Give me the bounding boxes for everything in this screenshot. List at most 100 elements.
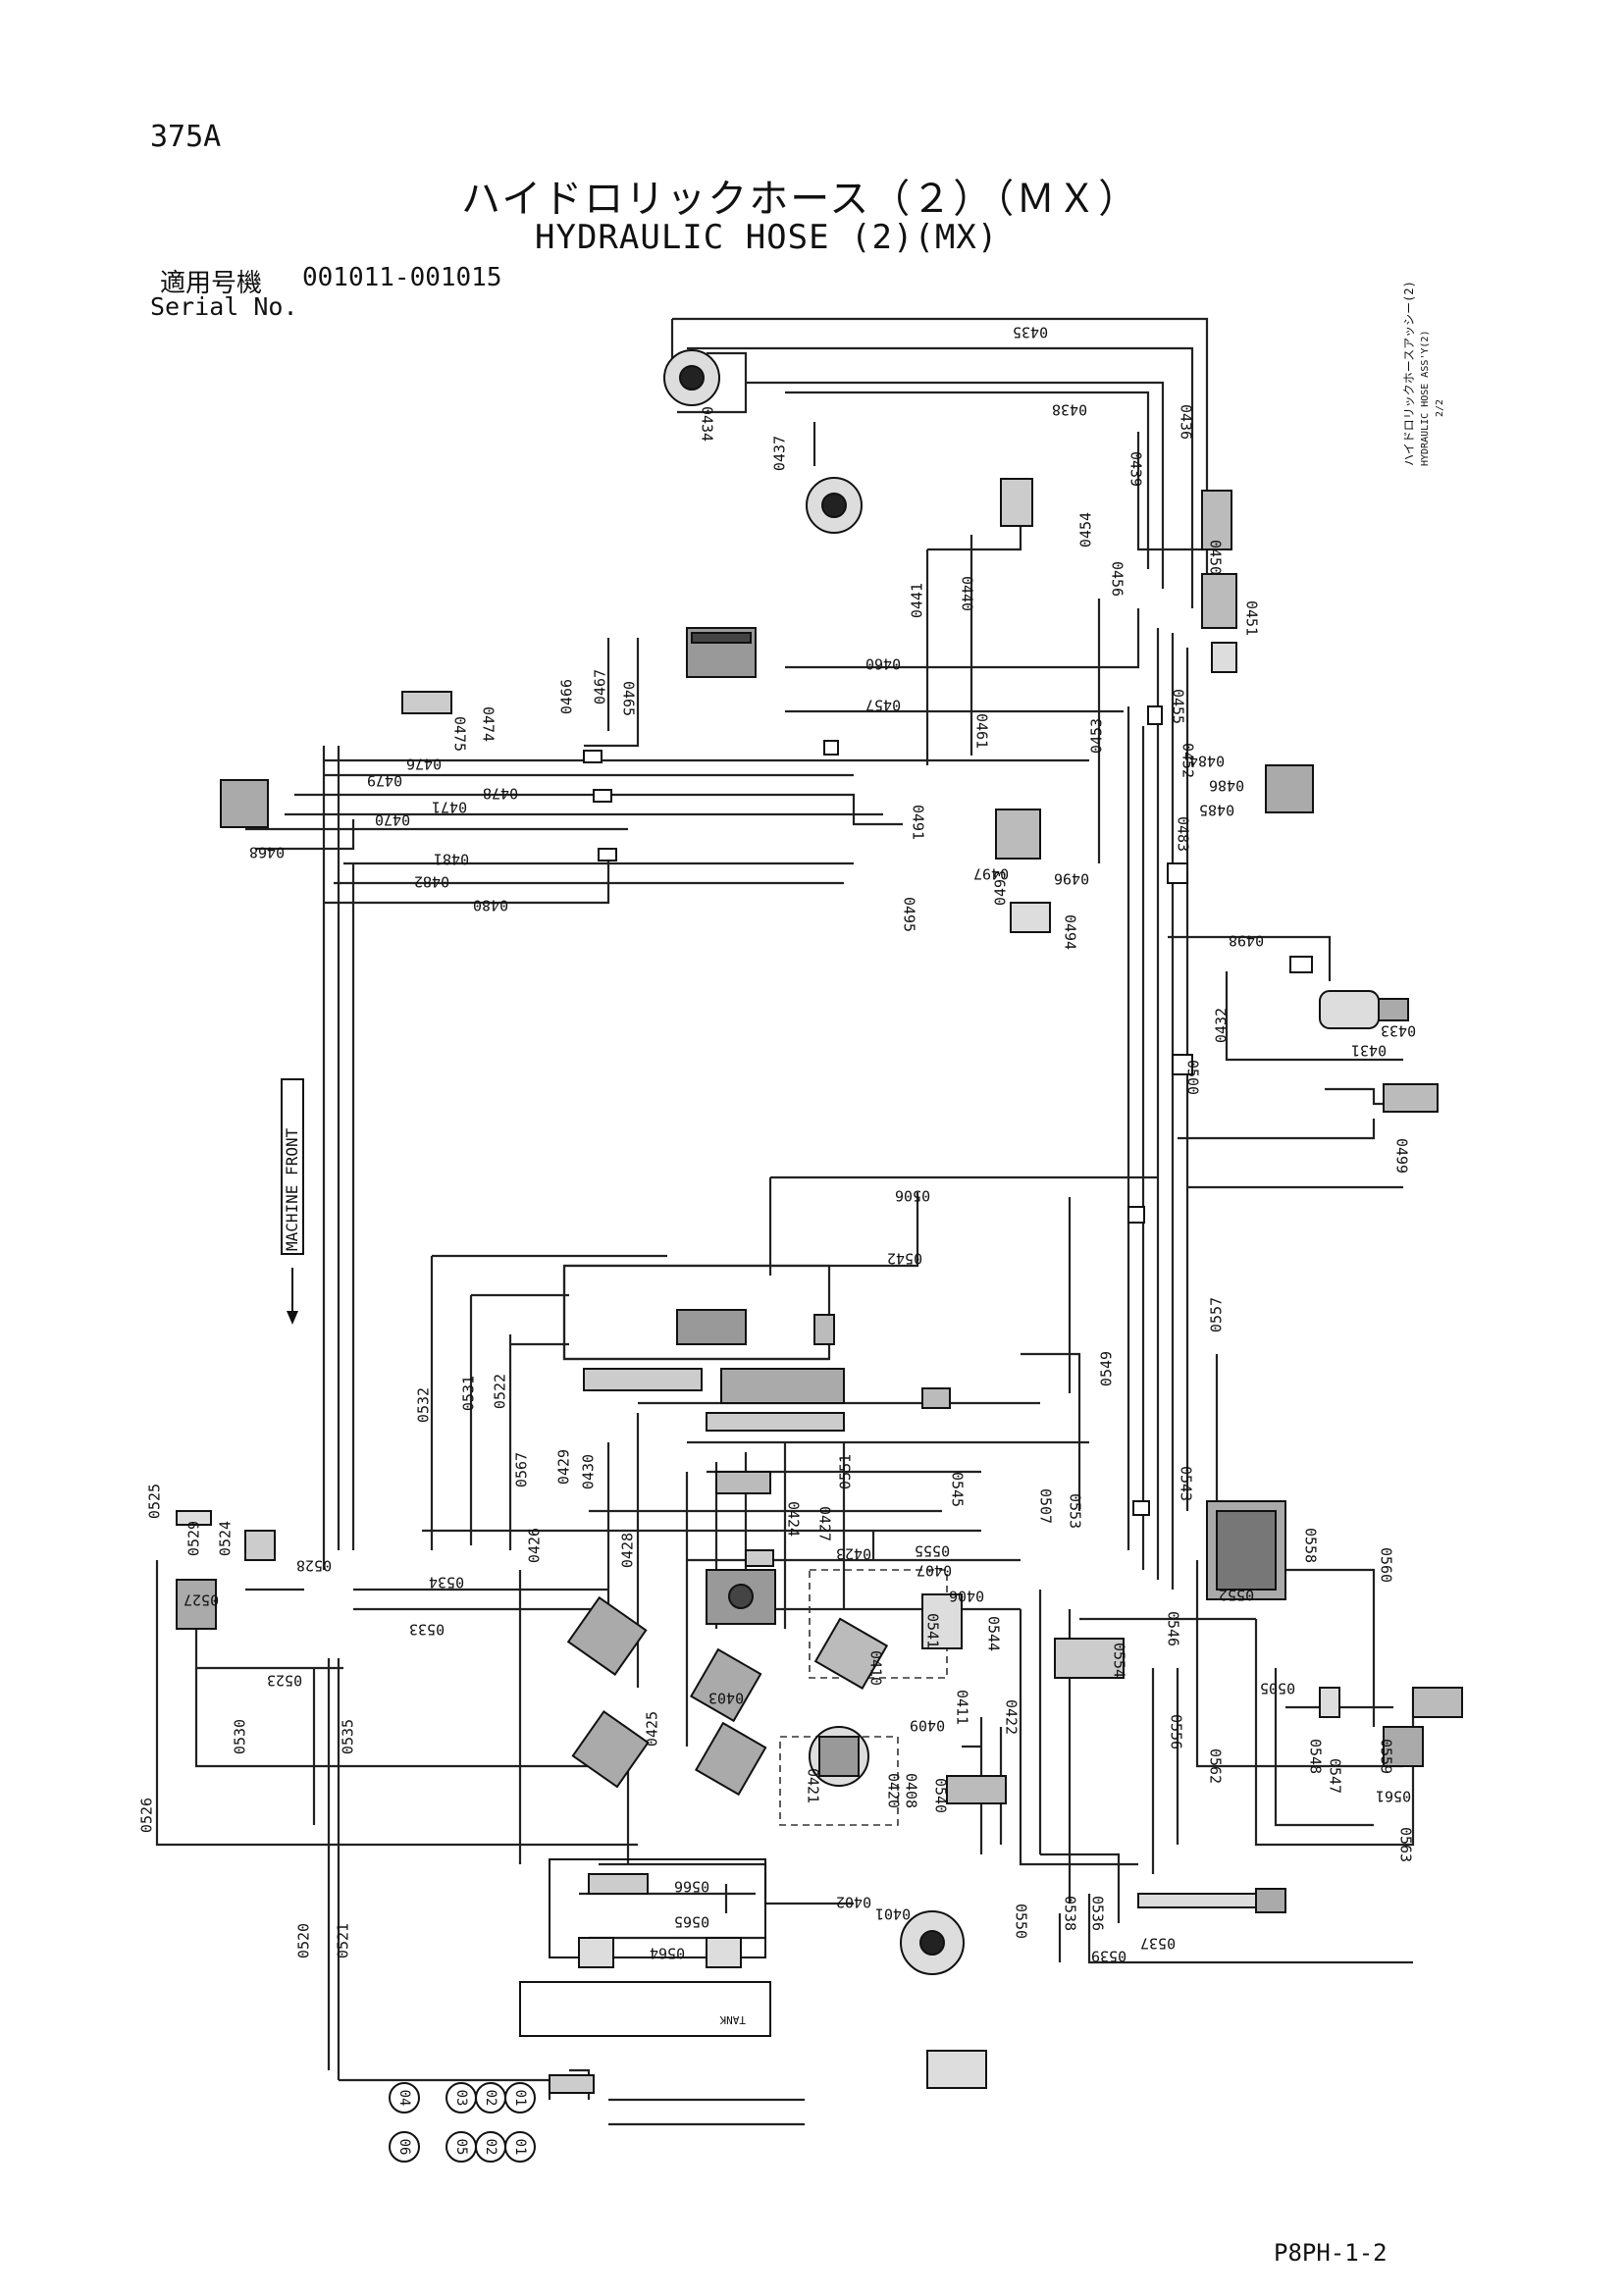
hose-label: 0567 bbox=[513, 1452, 531, 1487]
hose-label: 0427 bbox=[816, 1506, 834, 1541]
hose-label: 0532 bbox=[415, 1387, 433, 1423]
part-key-ring bbox=[504, 2131, 536, 2163]
oil-cooler-unit bbox=[1054, 1638, 1125, 1679]
hose-label: 0529 bbox=[185, 1521, 203, 1556]
hose-label: 0439 bbox=[1127, 451, 1145, 487]
components bbox=[176, 349, 1463, 2094]
valve-left bbox=[176, 1510, 276, 1630]
serial-label-english: Serial No. bbox=[150, 292, 298, 321]
hose-label: 0420 bbox=[885, 1773, 903, 1808]
side-note-english: HYDRAULIC HOSE ASS'Y(2) bbox=[1420, 331, 1431, 466]
hydraulic-tank bbox=[519, 1981, 771, 2037]
part-key-circle: 06 bbox=[389, 2131, 420, 2163]
serial-range: 001011-001015 bbox=[302, 263, 502, 292]
hose-label: 0564 bbox=[650, 1945, 685, 1962]
hose-label: 0506 bbox=[895, 1187, 930, 1205]
travel-motor-top bbox=[663, 349, 720, 406]
hose-label: 0410 bbox=[867, 1650, 885, 1686]
hose-label: 0536 bbox=[1089, 1896, 1107, 1931]
hose-label: 0407 bbox=[917, 1562, 952, 1580]
hose-label: 0480 bbox=[473, 897, 508, 914]
hose-label: 0535 bbox=[340, 1719, 357, 1754]
solenoid-valve-middle bbox=[995, 809, 1051, 933]
hose-label: 0479 bbox=[367, 772, 402, 790]
main-pump bbox=[706, 1569, 776, 1625]
hose-label: 0534 bbox=[429, 1574, 464, 1592]
hose-label: 0423 bbox=[836, 1545, 871, 1563]
part-key-circle: 01 bbox=[504, 2082, 536, 2113]
hose-label: 0483 bbox=[1175, 816, 1192, 852]
pump-dashed-zone bbox=[813, 1617, 889, 1691]
hose-label: 0476 bbox=[406, 756, 442, 773]
manifold-block bbox=[583, 1368, 951, 1409]
small-fittings bbox=[583, 705, 1313, 1516]
hose-label: 0461 bbox=[973, 713, 991, 749]
travel-pump-middle bbox=[689, 1647, 767, 1797]
hose-label: 0452 bbox=[1179, 743, 1197, 778]
hose-label: 0540 bbox=[932, 1778, 950, 1813]
hose-label: 0450 bbox=[1207, 540, 1225, 575]
hose-label: 0521 bbox=[335, 1923, 352, 1958]
hose-label: 0561 bbox=[1376, 1788, 1411, 1805]
hose-label: 0426 bbox=[526, 1528, 544, 1563]
hose-label: 0478 bbox=[483, 785, 518, 803]
part-key-label: 05 bbox=[453, 2139, 469, 2156]
part-key-label: 02 bbox=[483, 2139, 498, 2156]
hose-label: 0505 bbox=[1260, 1680, 1295, 1697]
hose-label: 0440 bbox=[959, 576, 976, 611]
hose-label: 0497 bbox=[973, 865, 1009, 883]
part-key-label: 01 bbox=[512, 2139, 528, 2156]
part-key-circle: 04 bbox=[389, 2082, 420, 2113]
tank-assembly bbox=[549, 1858, 766, 1968]
solenoid-bottom bbox=[926, 2050, 987, 2089]
hose-label: 0454 bbox=[1077, 512, 1095, 548]
hose-label: 0436 bbox=[1178, 404, 1195, 440]
hose-label: 0425 bbox=[644, 1711, 661, 1747]
part-key-ring bbox=[504, 2082, 536, 2113]
side-note-japanese: ハイドロリックホースアッシー(2) bbox=[1402, 281, 1416, 466]
hose-label: 0493 bbox=[992, 870, 1010, 906]
hose-label: 0421 bbox=[805, 1768, 822, 1803]
hose-label: 0499 bbox=[1393, 1138, 1411, 1174]
hose-label: 0432 bbox=[1213, 1008, 1231, 1043]
hose-label: 0538 bbox=[1062, 1896, 1079, 1931]
hose-label: 0484 bbox=[1189, 753, 1225, 770]
part-key-label: 02 bbox=[483, 2090, 498, 2107]
hose-label: 0481 bbox=[434, 851, 469, 868]
hose-label: 0520 bbox=[295, 1923, 313, 1958]
swing-pump-left bbox=[566, 1595, 650, 1789]
hose-label: 0539 bbox=[1091, 1948, 1126, 1965]
hose-label: 0491 bbox=[910, 805, 927, 840]
part-key-label: 01 bbox=[512, 2090, 528, 2107]
hose-label: 0435 bbox=[1013, 324, 1048, 341]
hose-label: 0495 bbox=[901, 897, 918, 932]
hose-label: 0523 bbox=[267, 1672, 302, 1690]
machine-front-valve bbox=[676, 1309, 835, 1345]
junction-block-lower bbox=[946, 1775, 1007, 1804]
hose-label: 0403 bbox=[708, 1690, 744, 1707]
hose-label: 0430 bbox=[580, 1454, 598, 1489]
model-number: 375A bbox=[150, 120, 222, 154]
hose-label: 0555 bbox=[915, 1542, 950, 1560]
hose-label: 0531 bbox=[460, 1376, 478, 1411]
distribution-fittings bbox=[706, 1412, 845, 1567]
tank-label: TANK bbox=[719, 2013, 746, 2026]
hose-label: 0560 bbox=[1378, 1547, 1395, 1583]
hose-label: 0408 bbox=[903, 1773, 920, 1808]
diagram-title-japanese: ハイドロリックホース（２）（ＭＸ） bbox=[461, 177, 1140, 222]
hose-label: 0453 bbox=[1088, 718, 1106, 754]
hose-label: 0563 bbox=[1397, 1827, 1415, 1862]
part-key-label: 03 bbox=[453, 2090, 469, 2107]
hose-label: 0558 bbox=[1302, 1528, 1320, 1563]
hose-label: 0438 bbox=[1052, 401, 1087, 419]
hose-label: 0551 bbox=[837, 1454, 855, 1489]
hose-label: 0474 bbox=[480, 706, 498, 742]
hose-label: 0466 bbox=[558, 679, 576, 714]
hose-label: 0545 bbox=[949, 1472, 967, 1507]
part-key-label: 06 bbox=[396, 2139, 412, 2156]
hose-label: 0525 bbox=[146, 1484, 164, 1519]
hose-label: 0542 bbox=[887, 1250, 922, 1268]
part-key-circles: 04 03 02 01 06 05 02 01 bbox=[389, 2082, 536, 2163]
hose-label: 0562 bbox=[1207, 1748, 1225, 1784]
